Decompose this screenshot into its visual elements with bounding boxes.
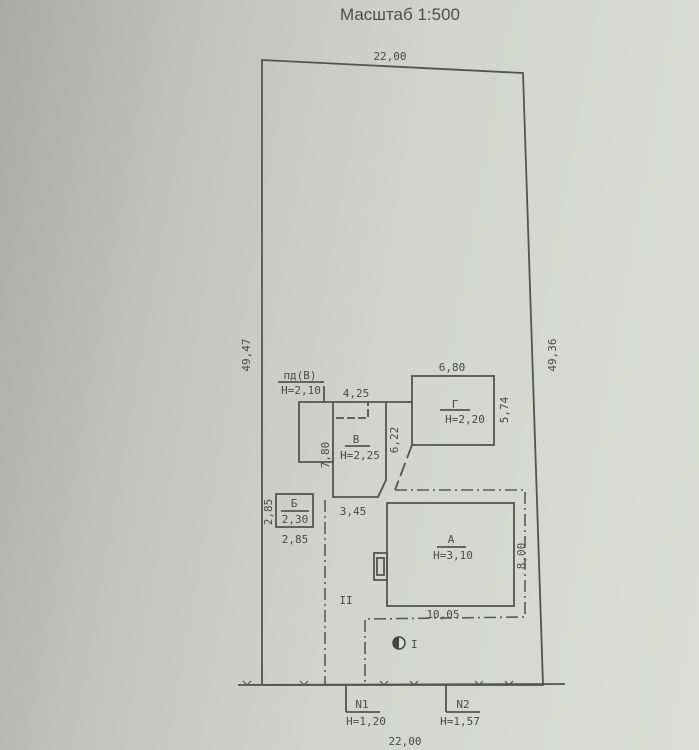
fence-marks bbox=[242, 680, 514, 686]
point-n1-label: N1 bbox=[355, 698, 368, 711]
building-a-height: Н=3,10 bbox=[433, 549, 473, 562]
well-icon bbox=[392, 636, 406, 650]
building-b bbox=[275, 493, 314, 528]
building-b-letter: Б bbox=[291, 497, 298, 510]
plot-right-length: 49,36 bbox=[546, 338, 559, 371]
building-pdv bbox=[298, 401, 333, 463]
zone-2-label: II bbox=[339, 594, 352, 607]
plot-boundary bbox=[261, 59, 544, 686]
building-g-width: 6,80 bbox=[439, 361, 466, 374]
plot-bottom-length: 22,00 bbox=[388, 735, 421, 748]
building-pdv-height: Н=2,10 bbox=[281, 384, 321, 397]
scale-title: Масштаб 1:500 bbox=[340, 5, 460, 24]
building-g-height: Н=2,20 bbox=[445, 413, 485, 426]
porch bbox=[373, 552, 388, 581]
building-a-depth: 8,00 bbox=[515, 543, 528, 570]
building-v-height: Н=2,25 bbox=[340, 449, 380, 462]
building-v-side: 6,22 bbox=[388, 427, 401, 454]
building-g bbox=[411, 375, 495, 446]
point-n2-label: N2 bbox=[456, 698, 469, 711]
building-v-width: 4,25 bbox=[343, 387, 370, 400]
building-v-bottom: 3,45 bbox=[340, 505, 367, 518]
building-v-letter: В bbox=[353, 433, 360, 446]
building-a-width: 10,05 bbox=[426, 608, 459, 621]
point-n1-height: Н=1,20 bbox=[346, 715, 386, 728]
building-b-side: 2,85 bbox=[262, 499, 275, 526]
building-b-height: 2,30 bbox=[282, 513, 309, 526]
building-a-letter: А bbox=[448, 533, 455, 546]
building-v-depth: 7,80 bbox=[319, 442, 332, 469]
point-n2-height: Н=1,57 bbox=[440, 715, 480, 728]
zone-1-boundary bbox=[364, 489, 526, 685]
building-pdv-letter: пд(В) bbox=[283, 369, 316, 382]
building-g-letter: Г bbox=[452, 398, 459, 411]
passage-line bbox=[394, 444, 413, 491]
zone-1-label: I bbox=[411, 638, 418, 651]
street-line bbox=[237, 683, 566, 686]
porch-inner bbox=[376, 557, 385, 576]
plot-left-length: 49,47 bbox=[240, 338, 253, 371]
building-g-depth: 5,74 bbox=[498, 396, 511, 423]
building-b-bottom: 2,85 bbox=[282, 533, 309, 546]
building-v bbox=[332, 401, 387, 498]
plot-top-length: 22,00 bbox=[373, 50, 406, 63]
building-v-inner bbox=[336, 402, 369, 419]
